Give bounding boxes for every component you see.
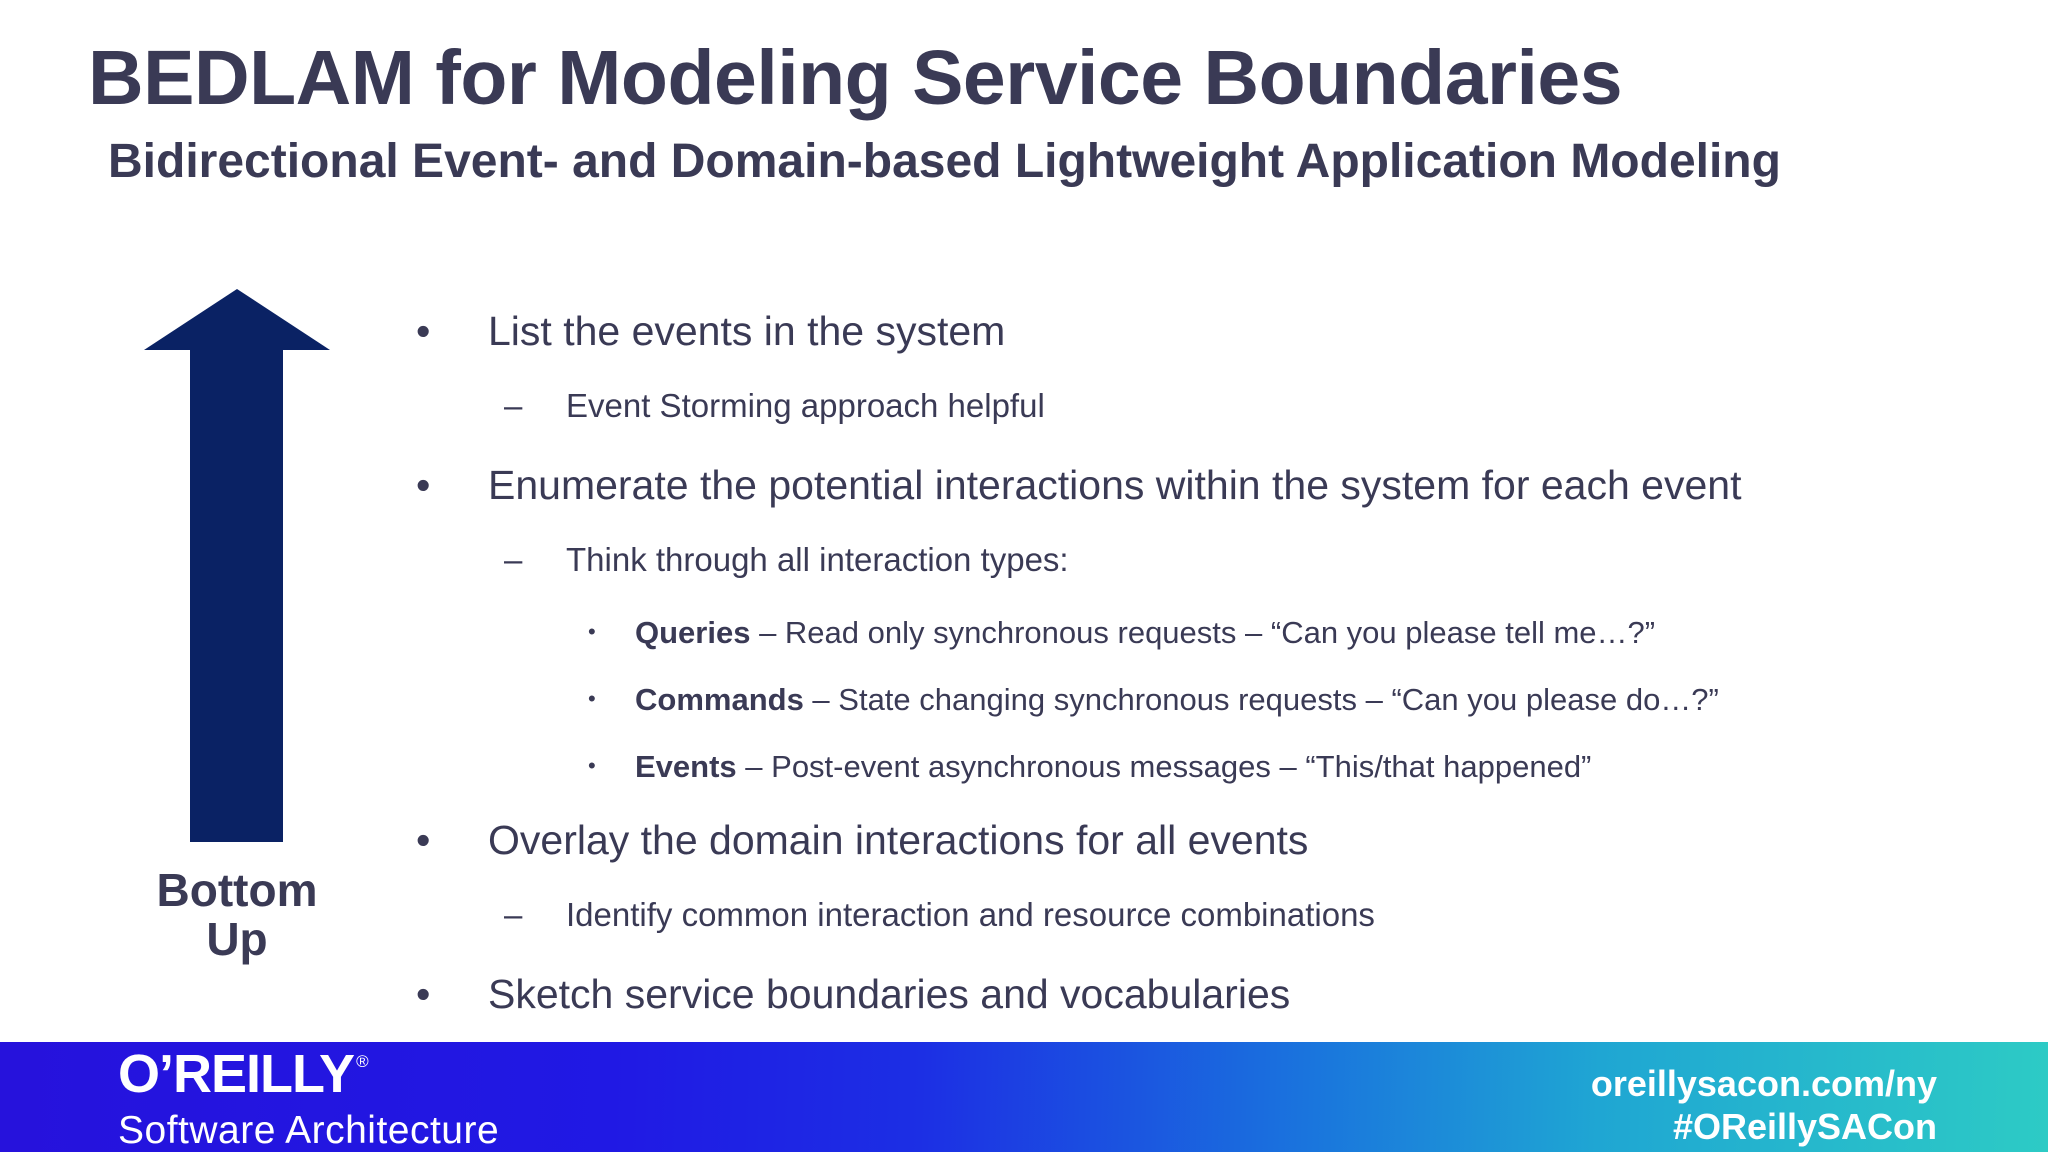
bullet-item-level-2: – Think through all interaction types: <box>0 540 2048 584</box>
conference-links: oreillysacon.com/ny #OReillySACon <box>1591 1062 1937 1148</box>
dash-marker-icon: – <box>504 387 523 424</box>
bullet-item-level-1: • Enumerate the potential interactions wi… <box>0 460 2048 510</box>
oreilly-logo: O’REILLY® Software Architecture <box>118 1046 499 1150</box>
bullet-term: Events <box>635 749 737 784</box>
bullet-text: Events – Post-event asynchronous message… <box>635 749 1592 784</box>
arrow-label: Bottom Up <box>94 866 380 964</box>
dash-marker-icon: – <box>504 896 523 933</box>
bullet-text: Overlay the domain interactions for all … <box>488 817 1309 863</box>
brand-subtitle: Software Architecture <box>118 1108 500 1152</box>
bullet-marker-icon: • <box>416 462 431 508</box>
bullet-text: Commands – State changing synchronous re… <box>635 682 1719 717</box>
bullet-text: Sketch service boundaries and vocabulari… <box>488 971 1291 1017</box>
arrow-label-line-2: Up <box>206 912 268 965</box>
dash-marker-icon: – <box>504 541 523 578</box>
bullet-item-level-1: • Overlay the domain interactions for all… <box>0 815 2048 865</box>
bullet-marker-icon: • <box>416 971 431 1017</box>
bullet-term: Commands <box>635 682 804 717</box>
conference-url: oreillysacon.com/ny <box>1590 1063 1937 1104</box>
bullet-text: Enumerate the potential interactions wit… <box>488 462 1742 508</box>
registered-trademark-icon: ® <box>356 1052 368 1071</box>
bullet-list: • List the events in the system – Event Sto… <box>0 306 2048 1049</box>
bullet-item-level-1: • List the events in the system <box>0 306 2048 356</box>
bullet-item-level-2: – Event Storming approach helpful <box>0 386 2048 430</box>
bullet-term: Queries <box>635 615 751 650</box>
bullet-text: List the events in the system <box>488 308 1006 354</box>
bullet-text: Queries – Read only synchronous requests… <box>635 615 1656 650</box>
arrow-label-line-1: Bottom <box>156 864 318 916</box>
bullet-text: Identify common interaction and resource… <box>566 896 1375 933</box>
bullet-text: Event Storming approach helpful <box>566 387 1045 424</box>
bullet-marker-icon: • <box>416 308 431 354</box>
bullet-marker-icon: • <box>416 817 431 863</box>
page-subtitle: Bidirectional Event- and Domain-based Li… <box>108 135 1781 188</box>
oreilly-brand-name: O’REILLY® <box>118 1046 499 1103</box>
bullet-item-level-3: • Events – Post-event asynchronous messag… <box>0 748 2048 790</box>
up-arrow-head-icon <box>144 289 330 350</box>
page-title: BEDLAM for Modeling Service Boundaries <box>88 35 1623 121</box>
bullet-item-level-3: • Queries – Read only synchronous request… <box>0 614 2048 656</box>
bullet-marker-icon: • <box>588 753 596 778</box>
conference-hashtag: #OReillySACon <box>1672 1106 1937 1148</box>
brand-text: O’REILLY <box>118 1044 355 1104</box>
bullet-item-level-2: – Identify common interaction and resourc… <box>0 895 2048 939</box>
bullet-item-level-1: • Sketch service boundaries and vocabular… <box>0 969 2048 1019</box>
bullet-marker-icon: • <box>588 619 596 644</box>
bullet-marker-icon: • <box>588 686 596 711</box>
footer-bar: O’REILLY® Software Architecture oreillys… <box>0 1042 2048 1152</box>
up-arrow-shaft <box>190 349 283 842</box>
bullet-item-level-3: • Commands – State changing synchronous r… <box>0 681 2048 723</box>
bullet-text: Think through all interaction types: <box>566 541 1069 578</box>
